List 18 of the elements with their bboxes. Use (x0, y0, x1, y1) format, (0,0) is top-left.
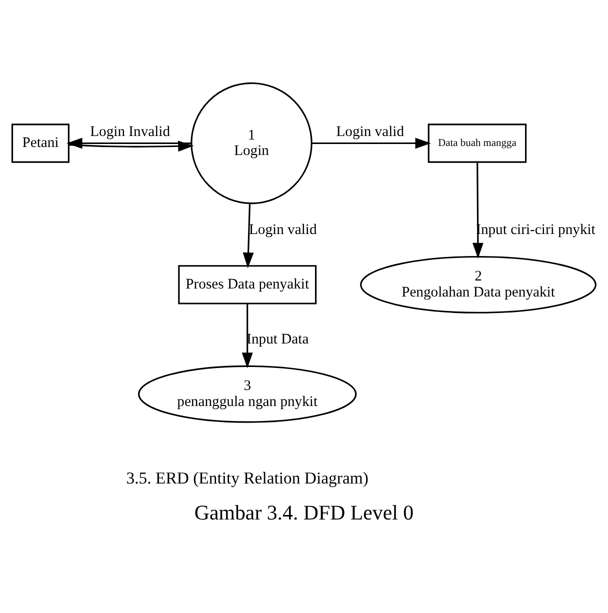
arrow (68, 140, 194, 152)
arrow (312, 138, 431, 149)
arrow (242, 304, 253, 368)
caption: Gambar 3.4. DFD Level 0 (194, 500, 414, 524)
node-circle: 1 Login (190, 82, 312, 204)
node-ellipse: 3 penanggula ngan pnykit (138, 365, 357, 423)
label: 3.5. ERD (Entity Relation Diagram) (126, 468, 368, 488)
arrow (472, 162, 484, 259)
node-box: Proses Data penyakit (178, 265, 317, 304)
node-box: Data buah mangga (428, 124, 527, 163)
node-box: Petani (11, 124, 70, 163)
edge-label: Login valid (248, 222, 317, 238)
edge-label: Input Data (246, 331, 309, 348)
arrow (242, 203, 254, 268)
node-ellipse: 2 Pengolahan Data penyakit (360, 256, 596, 314)
edge-label: Login valid (336, 124, 404, 140)
arrow (66, 138, 192, 149)
edge-label: Login Invalid (90, 124, 170, 140)
